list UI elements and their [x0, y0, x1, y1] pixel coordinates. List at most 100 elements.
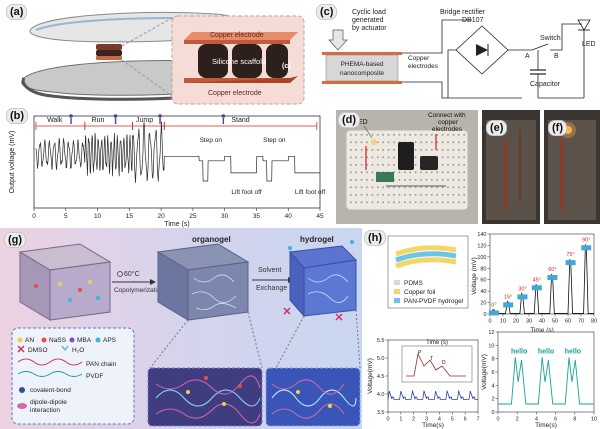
hole: [360, 194, 363, 196]
hole: [441, 164, 444, 166]
legend-an: AN: [25, 337, 34, 344]
hole: [425, 134, 428, 136]
hole: [447, 179, 449, 181]
hole: [360, 171, 363, 174]
hole: [355, 179, 357, 181]
hole: [371, 156, 374, 159]
hole: [414, 179, 417, 181]
hole: [350, 194, 352, 196]
hole: [463, 149, 465, 151]
cyclic-load-line2: generated: [352, 17, 384, 24]
hole: [458, 201, 460, 204]
layer-top-label: Copper electrode: [210, 32, 264, 39]
clock-icon: [117, 271, 123, 277]
diode-icon: [476, 44, 488, 56]
angle-marker: [488, 310, 499, 316]
chart-pulse-x-tick-label: 7: [476, 417, 479, 423]
top-electrode: [322, 52, 402, 55]
chart-b-tick-label: 15: [126, 213, 134, 220]
hole: [377, 164, 379, 166]
hole: [447, 141, 449, 144]
hole: [371, 171, 374, 174]
chart-speech-y-tick-label: 12: [488, 330, 494, 336]
panel-c-label: (c): [316, 4, 338, 20]
angle-marker: [565, 260, 576, 266]
hole: [414, 171, 417, 174]
hole: [350, 149, 352, 151]
hole: [355, 194, 357, 196]
hole: [458, 164, 460, 166]
chart-b-xlabel: Time (s): [164, 221, 189, 228]
hole: [404, 179, 406, 181]
hole: [371, 194, 374, 196]
chart-angles-x-tick-label: 50: [552, 319, 558, 325]
angle-marker: [517, 294, 528, 300]
angle-peak-label: 30°: [518, 286, 526, 292]
hole: [463, 201, 465, 204]
hole: [458, 171, 460, 174]
panel-g: 60°C Copolymerization organogel Solvent …: [0, 228, 362, 429]
capacitor-component: [376, 172, 394, 182]
hole: [398, 201, 401, 204]
word-label: hello: [565, 348, 581, 355]
chart-angles-x-tick-label: 40: [539, 319, 545, 325]
angle-peak-label: 90°: [582, 237, 590, 243]
legend-copper: Copper foil: [404, 289, 436, 296]
angle-marker: [531, 285, 542, 291]
chart-pulse-signal: [387, 389, 478, 401]
chart-speech-x-tick-label: 10: [591, 417, 597, 423]
hole: [387, 156, 390, 159]
hole: [366, 186, 368, 189]
cyclic-load-line3: by actuator: [352, 25, 387, 32]
chart-b-tick-label: 35: [253, 213, 261, 220]
hole: [382, 201, 384, 204]
hole: [452, 171, 455, 174]
hole: [458, 194, 460, 196]
hole: [458, 186, 460, 189]
hole: [350, 134, 352, 136]
hole: [404, 201, 406, 204]
stand-annotation: Step on: [200, 137, 223, 144]
hole: [377, 141, 379, 144]
hole: [463, 156, 465, 159]
hole: [431, 171, 433, 174]
hole: [393, 141, 395, 144]
hole: [414, 186, 417, 189]
hole: [425, 149, 428, 151]
hole: [382, 194, 384, 196]
bridge-rectifier: [455, 25, 509, 75]
monomer-cube: [18, 243, 112, 321]
chart-pulse-x-tick-label: 4: [438, 417, 441, 423]
person-icon: [158, 114, 162, 118]
chart-angles-x-tick-label: 80: [591, 319, 597, 325]
chart-pulse-x-tick-label: 6: [464, 417, 467, 423]
hole: [431, 149, 433, 151]
hole: [350, 201, 352, 204]
hole: [414, 156, 417, 159]
composite-line2: nanocomposite: [340, 70, 384, 77]
hole: [387, 201, 390, 204]
hole: [409, 179, 411, 181]
hole: [360, 134, 363, 136]
copper-label-2: electrodes: [408, 63, 439, 70]
hole: [452, 156, 455, 159]
hole: [431, 194, 433, 196]
hole: [377, 186, 379, 189]
panel-c: (c) Cyclic load generated by actuator PH…: [312, 0, 600, 108]
hole: [436, 149, 438, 151]
hole: [409, 186, 411, 189]
hole: [447, 156, 449, 159]
hole: [441, 134, 444, 136]
hole: [414, 141, 417, 144]
hole: [447, 134, 449, 136]
panel-h-charts: PDMS Copper foil PAN-PVDF hydrogel Volta…: [367, 232, 597, 429]
panel-h-label: (h): [364, 230, 387, 246]
chart-pulse-x-tick-label: 3: [425, 417, 428, 423]
chart-pulse-ylabel: Voltage(mV): [367, 358, 374, 394]
legend-mba: MBA: [77, 337, 92, 344]
hole: [404, 134, 406, 136]
connect-line2: copper: [438, 119, 459, 126]
hole: [441, 179, 444, 181]
